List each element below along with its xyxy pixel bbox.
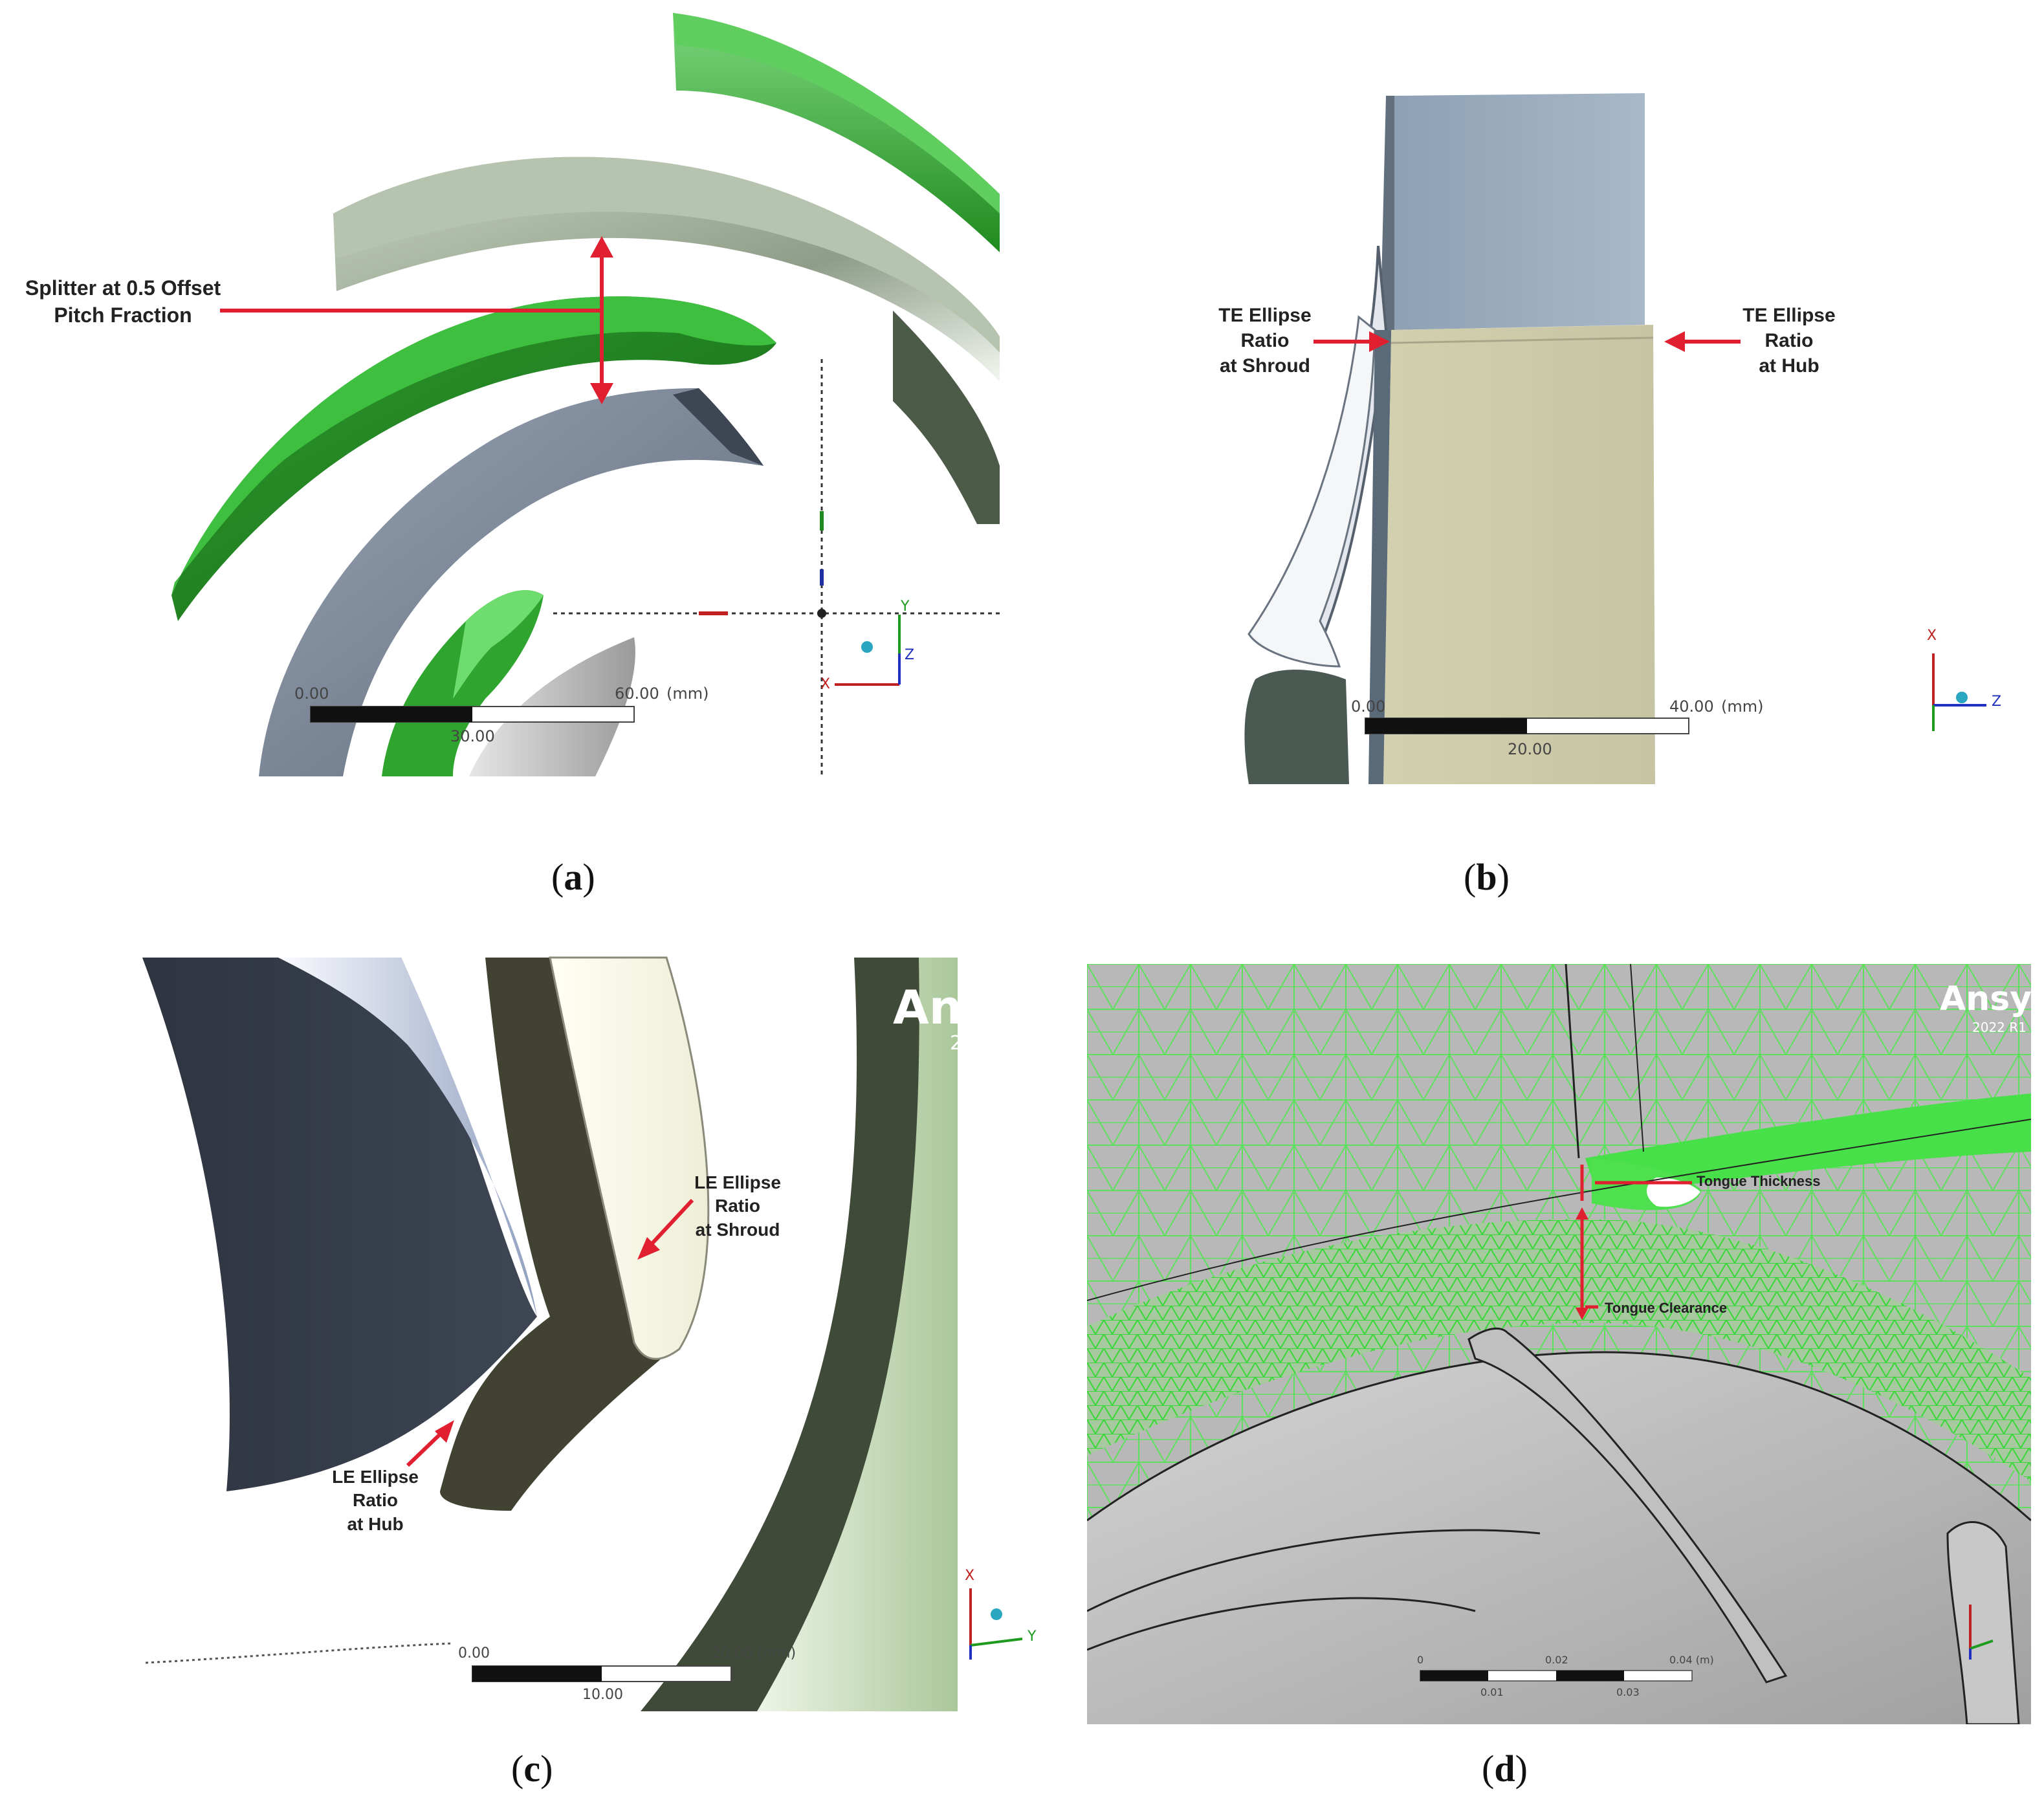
version-c: 2 bbox=[950, 1032, 963, 1055]
dark-hub-blade bbox=[142, 958, 537, 1491]
scale-b-right: 40.00 bbox=[1669, 697, 1714, 716]
ansys-logo-c: Ansys bbox=[893, 980, 958, 1035]
caption-b: (b) bbox=[1464, 856, 1510, 898]
tongue-clearance-arrow bbox=[1576, 1207, 1598, 1320]
te-shroud-label: TE Ellipse Ratio at Shroud bbox=[1218, 305, 1312, 377]
scale-d-002: 0.02 bbox=[1545, 1654, 1568, 1666]
axis-a-z-label: Z bbox=[905, 647, 915, 663]
scale-c-left: 0.00 bbox=[458, 1645, 490, 1661]
panel-c-drawing bbox=[142, 956, 1023, 1711]
impeller-disk bbox=[1087, 1352, 2031, 1724]
le-shroud-arrow bbox=[637, 1198, 694, 1260]
panel-a-drawing bbox=[171, 13, 1000, 776]
axis-c-y-label: Y bbox=[1027, 1628, 1037, 1645]
scale-a-right: 60.00 bbox=[615, 685, 659, 703]
scale-b-unit: (mm) bbox=[1721, 697, 1764, 716]
dark-grey-blade bbox=[893, 311, 1000, 524]
scale-c-mid: 10.00 bbox=[582, 1687, 623, 1703]
tongue-thickness-label: Tongue Thickness bbox=[1697, 1173, 1821, 1189]
axis-c-x-label: X bbox=[965, 1568, 975, 1584]
scale-d-004: 0.04 (m) bbox=[1669, 1654, 1714, 1666]
caption-c: (c) bbox=[511, 1748, 553, 1790]
ansys-logo-d: Ansys bbox=[1940, 980, 2031, 1018]
scale-d-003: 0.03 bbox=[1616, 1686, 1640, 1698]
panel-b: TE Ellipse Ratio at Shroud TE Ellipse Ra… bbox=[1178, 84, 2044, 796]
blue-upper-block bbox=[1394, 93, 1645, 330]
te-shroud-arrow bbox=[1313, 331, 1390, 352]
axis-b-x-label: X bbox=[1927, 628, 1937, 644]
panel-b-drawing bbox=[1244, 93, 1986, 784]
scale-c-right: 20.00 bbox=[712, 1645, 753, 1661]
panel-a: Splitter at 0.5 Offset Pitch Fraction 0.… bbox=[0, 0, 1009, 796]
top-green-blade bbox=[673, 13, 1000, 252]
tongue-thickness-arrow bbox=[1580, 1165, 1692, 1201]
panel-d-drawing bbox=[1087, 964, 2031, 1724]
scale-b-mid: 20.00 bbox=[1508, 740, 1552, 758]
scale-a-left: 0.00 bbox=[294, 685, 329, 703]
le-hub-label: LE Ellipse Ratio at Hub bbox=[332, 1467, 419, 1534]
scale-b-left: 0.00 bbox=[1351, 697, 1386, 716]
axis-b-z-label: Z bbox=[1992, 694, 2002, 710]
le-shroud-label: LE Ellipse Ratio at Shroud bbox=[694, 1172, 781, 1240]
le-slot bbox=[549, 956, 710, 1360]
le-hub-arrow bbox=[406, 1420, 454, 1467]
scale-a-mid: 30.00 bbox=[450, 727, 495, 745]
scale-d-001: 0.01 bbox=[1480, 1686, 1504, 1698]
caption-d: (d) bbox=[1482, 1748, 1528, 1790]
panel-c: Ansys 2 LE Ellipse Ratio at Shroud LE El… bbox=[136, 954, 1074, 1711]
te-hub-label: TE Ellipse Ratio at Hub bbox=[1742, 305, 1836, 377]
scale-a-unit: (mm) bbox=[666, 685, 709, 703]
axis-a-y-label: Y bbox=[901, 598, 910, 615]
te-hub-arrow bbox=[1664, 331, 1741, 352]
beige-hub-block bbox=[1383, 325, 1655, 784]
axis-a-x-label: X bbox=[820, 676, 831, 692]
olive-shroud-blade bbox=[440, 958, 673, 1511]
tongue-clearance-label: Tongue Clearance bbox=[1605, 1300, 1728, 1316]
version-d: 2022 R1 bbox=[1972, 1020, 2027, 1035]
splitter-annotation-arrow bbox=[220, 236, 613, 404]
scale-d-0: 0 bbox=[1417, 1654, 1424, 1666]
scale-c-unit: (mm) bbox=[757, 1645, 797, 1661]
splitter-label: Splitter at 0.5 Offset Pitch Fraction bbox=[25, 276, 221, 327]
panel-d: Ansys 2022 R1 Tongue Thickness Tongue Cl… bbox=[1087, 964, 2031, 1724]
volute-mesh-band bbox=[1087, 1219, 2031, 1482]
caption-a: (a) bbox=[551, 856, 595, 898]
